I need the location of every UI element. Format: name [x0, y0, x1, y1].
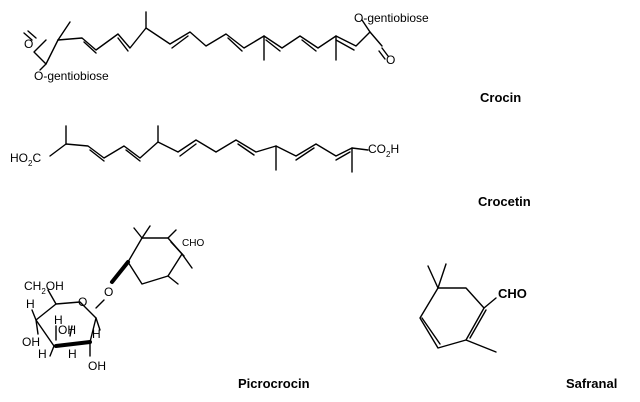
picrocrocin-oh-2: OH	[22, 335, 40, 349]
picrocrocin-glycosidic-o: O	[104, 285, 113, 299]
picrocrocin-h-1: H	[26, 297, 35, 311]
picrocrocin-name: Picrocrocin	[238, 376, 310, 391]
picrocrocin-h-2: H	[54, 313, 63, 327]
picrocrocin-h-4: H	[38, 347, 47, 361]
crocin-name: Crocin	[480, 90, 521, 105]
crocetin-structure: HO2C CO2H	[10, 125, 399, 173]
picrocrocin-ch2oh: CH2OH	[24, 279, 64, 296]
crocetin-name: Crocetin	[478, 194, 531, 209]
picrocrocin-oh-1: OH	[58, 323, 76, 337]
safranal-name: Safranal	[566, 376, 617, 391]
crocetin-right-group: CO2H	[368, 142, 399, 159]
safranal-aldehyde: CHO	[498, 286, 527, 301]
safranal-structure: CHO	[419, 263, 527, 353]
picrocrocin-ring-o: O	[78, 295, 87, 309]
crocin-ester-top-label: O-gentiobiose	[354, 11, 429, 25]
picrocrocin-h-3: H	[92, 327, 101, 341]
crocin-ester-bottom-label: O-gentiobiose	[34, 69, 109, 83]
picrocrocin-aldehyde: CHO	[182, 238, 204, 249]
crocin-carbonyl-o-right: O	[386, 53, 395, 67]
crocin-structure: O O O-gentiobiose O-gentiobiose	[23, 11, 429, 83]
crocin-carbonyl-o-left: O	[24, 37, 33, 51]
picrocrocin-oh-3: OH	[88, 359, 106, 373]
picrocrocin-structure: CHO O CH2OH O H H H H H OH OH OH	[22, 225, 204, 373]
crocetin-left-group: HO2C	[10, 151, 41, 168]
picrocrocin-h-5: H	[68, 347, 77, 361]
